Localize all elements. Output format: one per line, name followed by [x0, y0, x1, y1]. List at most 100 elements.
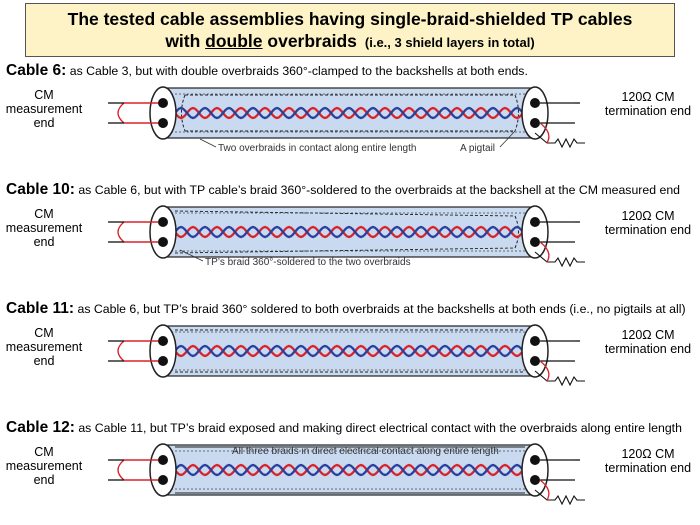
cm-label-line: CM	[34, 88, 54, 102]
cm-label-line: CM	[34, 207, 54, 221]
connector-pin	[158, 237, 168, 247]
annotation-arrow	[199, 138, 217, 148]
connector-pin	[530, 356, 540, 366]
cm-label-line: measurement	[5, 102, 83, 116]
annotation-three-braids: All three braids in direct electrical co…	[232, 446, 499, 457]
cable-caption: Cable 10: as Cable 6, but with TP cable’…	[6, 181, 680, 199]
connector-pin	[530, 475, 540, 485]
tp-braid-bottom	[174, 247, 516, 254]
left-backshell	[149, 443, 177, 497]
cable-caption: Cable 6: as Cable 3, but with double ove…	[6, 62, 528, 80]
cm-label-line: end	[33, 235, 55, 249]
cm-label-line: CM	[34, 445, 54, 459]
termination-wire	[539, 479, 550, 501]
annotation-soldered: TP’s braid 360°-soldered to the two over…	[205, 257, 411, 268]
tp-wire-red	[174, 225, 526, 239]
connector-pin	[530, 237, 540, 247]
title-note: (i.e., 3 shield layers in total)	[364, 35, 535, 50]
cm-label-line: measurement	[5, 340, 83, 354]
tp-wire-red	[174, 463, 526, 477]
cm-label-line: measurement	[5, 221, 83, 235]
tp-wire-blue	[174, 225, 526, 239]
connector-pin	[158, 336, 168, 346]
title-line-2-post: overbraids	[262, 31, 357, 51]
ohm-label: 120Ω CM	[621, 90, 675, 104]
termination-resistor	[534, 370, 585, 387]
right-backshell	[521, 324, 549, 378]
connector-pin	[158, 455, 168, 465]
cm-label-line: end	[33, 354, 55, 368]
tp-braid-top	[174, 210, 516, 217]
ohm-label: 120Ω CM	[621, 447, 675, 461]
connector-pin	[158, 356, 168, 366]
cable-body	[162, 206, 536, 258]
title-line-2: with double overbraids (i.e., 3 shield la…	[26, 30, 674, 54]
annotation-arrow	[179, 249, 204, 262]
connector-pin	[158, 217, 168, 227]
cable-caption: Cable 11: as Cable 6, but TP’s braid 360…	[6, 300, 686, 318]
annotation-overbraid-contact: Two overbraids in contact along entire l…	[218, 143, 416, 154]
cm-label-line: measurement	[5, 459, 83, 473]
tp-wire-red	[174, 344, 526, 358]
cable-body	[162, 325, 536, 377]
tp-wire-blue	[174, 344, 526, 358]
cm-label-line: CM	[34, 326, 54, 340]
left-backshell	[149, 205, 177, 259]
termination-resistor	[534, 251, 585, 268]
right-backshell	[521, 86, 549, 140]
connector-pin	[530, 217, 540, 227]
cable-name: Cable 10:	[6, 181, 75, 198]
pigtail-right	[514, 215, 519, 249]
connector-pin	[158, 98, 168, 108]
cable-diagram: Two overbraids in contact along entire l…	[108, 86, 585, 154]
cable-description: as Cable 6, but TP’s braid 360° soldered…	[74, 302, 686, 316]
cable-name: Cable 11:	[6, 300, 75, 317]
cable-description: as Cable 3, but with double overbraids 3…	[66, 64, 528, 78]
connector-pin	[530, 118, 540, 128]
cable-diagram: All three braids in direct electrical co…	[108, 443, 585, 506]
cable-diagram: TP’s braid 360°-soldered to the two over…	[108, 205, 585, 268]
tp-wire-blue	[174, 463, 526, 477]
tp-wire-blue	[174, 106, 526, 120]
left-backshell	[149, 324, 177, 378]
termination-label: termination end	[604, 104, 692, 118]
right-backshell	[521, 443, 549, 497]
termination-resistor	[534, 489, 585, 506]
cable-caption: Cable 12: as Cable 11, but TP’s braid ex…	[6, 419, 682, 437]
title-underlined-word: double	[205, 31, 263, 51]
ohm-label: 120Ω CM	[621, 328, 675, 342]
cable-diagram	[108, 324, 585, 387]
title-box: The tested cable assemblies having singl…	[25, 3, 675, 57]
cable-description: as Cable 11, but TP’s braid exposed and …	[74, 421, 682, 435]
cm-label-line: end	[33, 116, 55, 130]
termination-wire	[539, 360, 550, 382]
cable-body	[162, 87, 536, 139]
termination-label: termination end	[604, 342, 692, 356]
connector-pin	[530, 98, 540, 108]
left-backshell	[149, 86, 177, 140]
connector-pin	[158, 118, 168, 128]
title-line-1: The tested cable assemblies having singl…	[67, 9, 633, 29]
connector-pin	[158, 475, 168, 485]
connector-pin	[530, 336, 540, 346]
annotation-pigtail: A pigtail	[460, 143, 495, 154]
termination-wire	[539, 241, 550, 263]
termination-wire	[539, 122, 550, 144]
cable-description: as Cable 6, but with TP cable’s braid 36…	[74, 183, 681, 197]
right-backshell	[521, 205, 549, 259]
cm-label-line: end	[33, 473, 55, 487]
annotation-arrow	[499, 130, 516, 148]
termination-label: termination end	[604, 223, 692, 237]
ohm-label: 120Ω CM	[621, 209, 675, 223]
termination-label: termination end	[604, 461, 692, 475]
cable-name: Cable 12:	[6, 419, 75, 436]
title-line-2-pre: with	[165, 31, 206, 51]
